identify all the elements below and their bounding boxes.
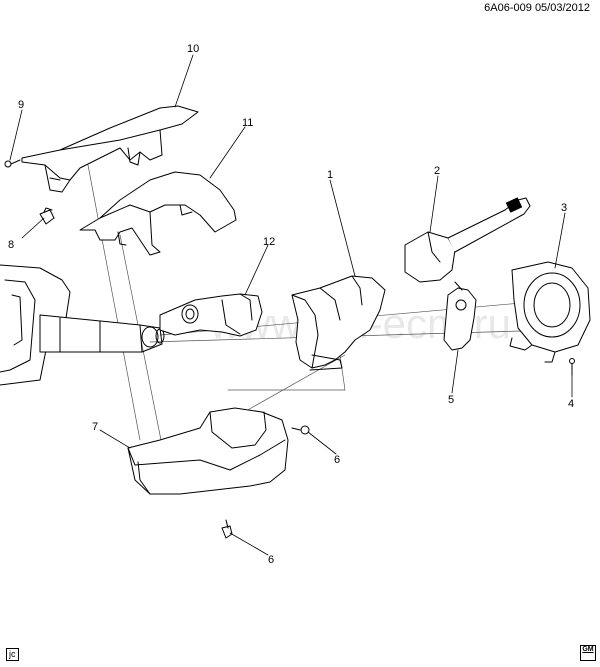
callout-10: 10 [187,43,199,55]
diagram-header: 6A06-009 05/03/2012 [484,2,590,14]
callout-8: 8 [8,239,14,251]
callout-3: 3 [561,202,567,214]
clip-part-8 [39,207,55,225]
callout-7: 7 [92,421,98,433]
lever-switch-part-2 [404,197,531,283]
upper-shroud-part-11 [79,171,237,256]
callout-6-lower: 6 [268,554,274,566]
steering-column [0,264,165,386]
upper-trim-cover-part-10 [21,105,199,193]
callout-1: 1 [327,169,333,181]
diagram-date: 05/03/2012 [534,2,590,14]
screw-part-6-upper [291,425,310,435]
callout-12: 12 [263,236,275,248]
callout-9: 9 [18,99,24,111]
gm-logo-text: GM [582,646,594,653]
callout-leaders [9,54,573,556]
spacer-part-5 [443,281,477,351]
screw-part-6-lower [221,519,233,539]
callout-labels: 10 9 8 11 12 1 2 3 4 5 7 6 6 [8,43,574,566]
diagram-code: 6A06-009 [484,2,532,14]
switch-housing-part-1 [291,275,386,371]
callout-5: 5 [448,394,454,406]
callout-6-upper: 6 [334,454,340,466]
author-initials: jc [6,648,19,661]
gm-logo: GM [580,645,596,661]
ignition-lock-part-12 [159,293,263,337]
clock-spring-part-3 [509,261,591,363]
screw-part-4 [569,358,575,376]
callout-4: 4 [568,398,574,410]
callout-11: 11 [242,117,253,129]
lower-shroud-part-7 [127,407,289,495]
screw-part-9 [4,159,21,168]
callout-2: 2 [434,165,440,177]
